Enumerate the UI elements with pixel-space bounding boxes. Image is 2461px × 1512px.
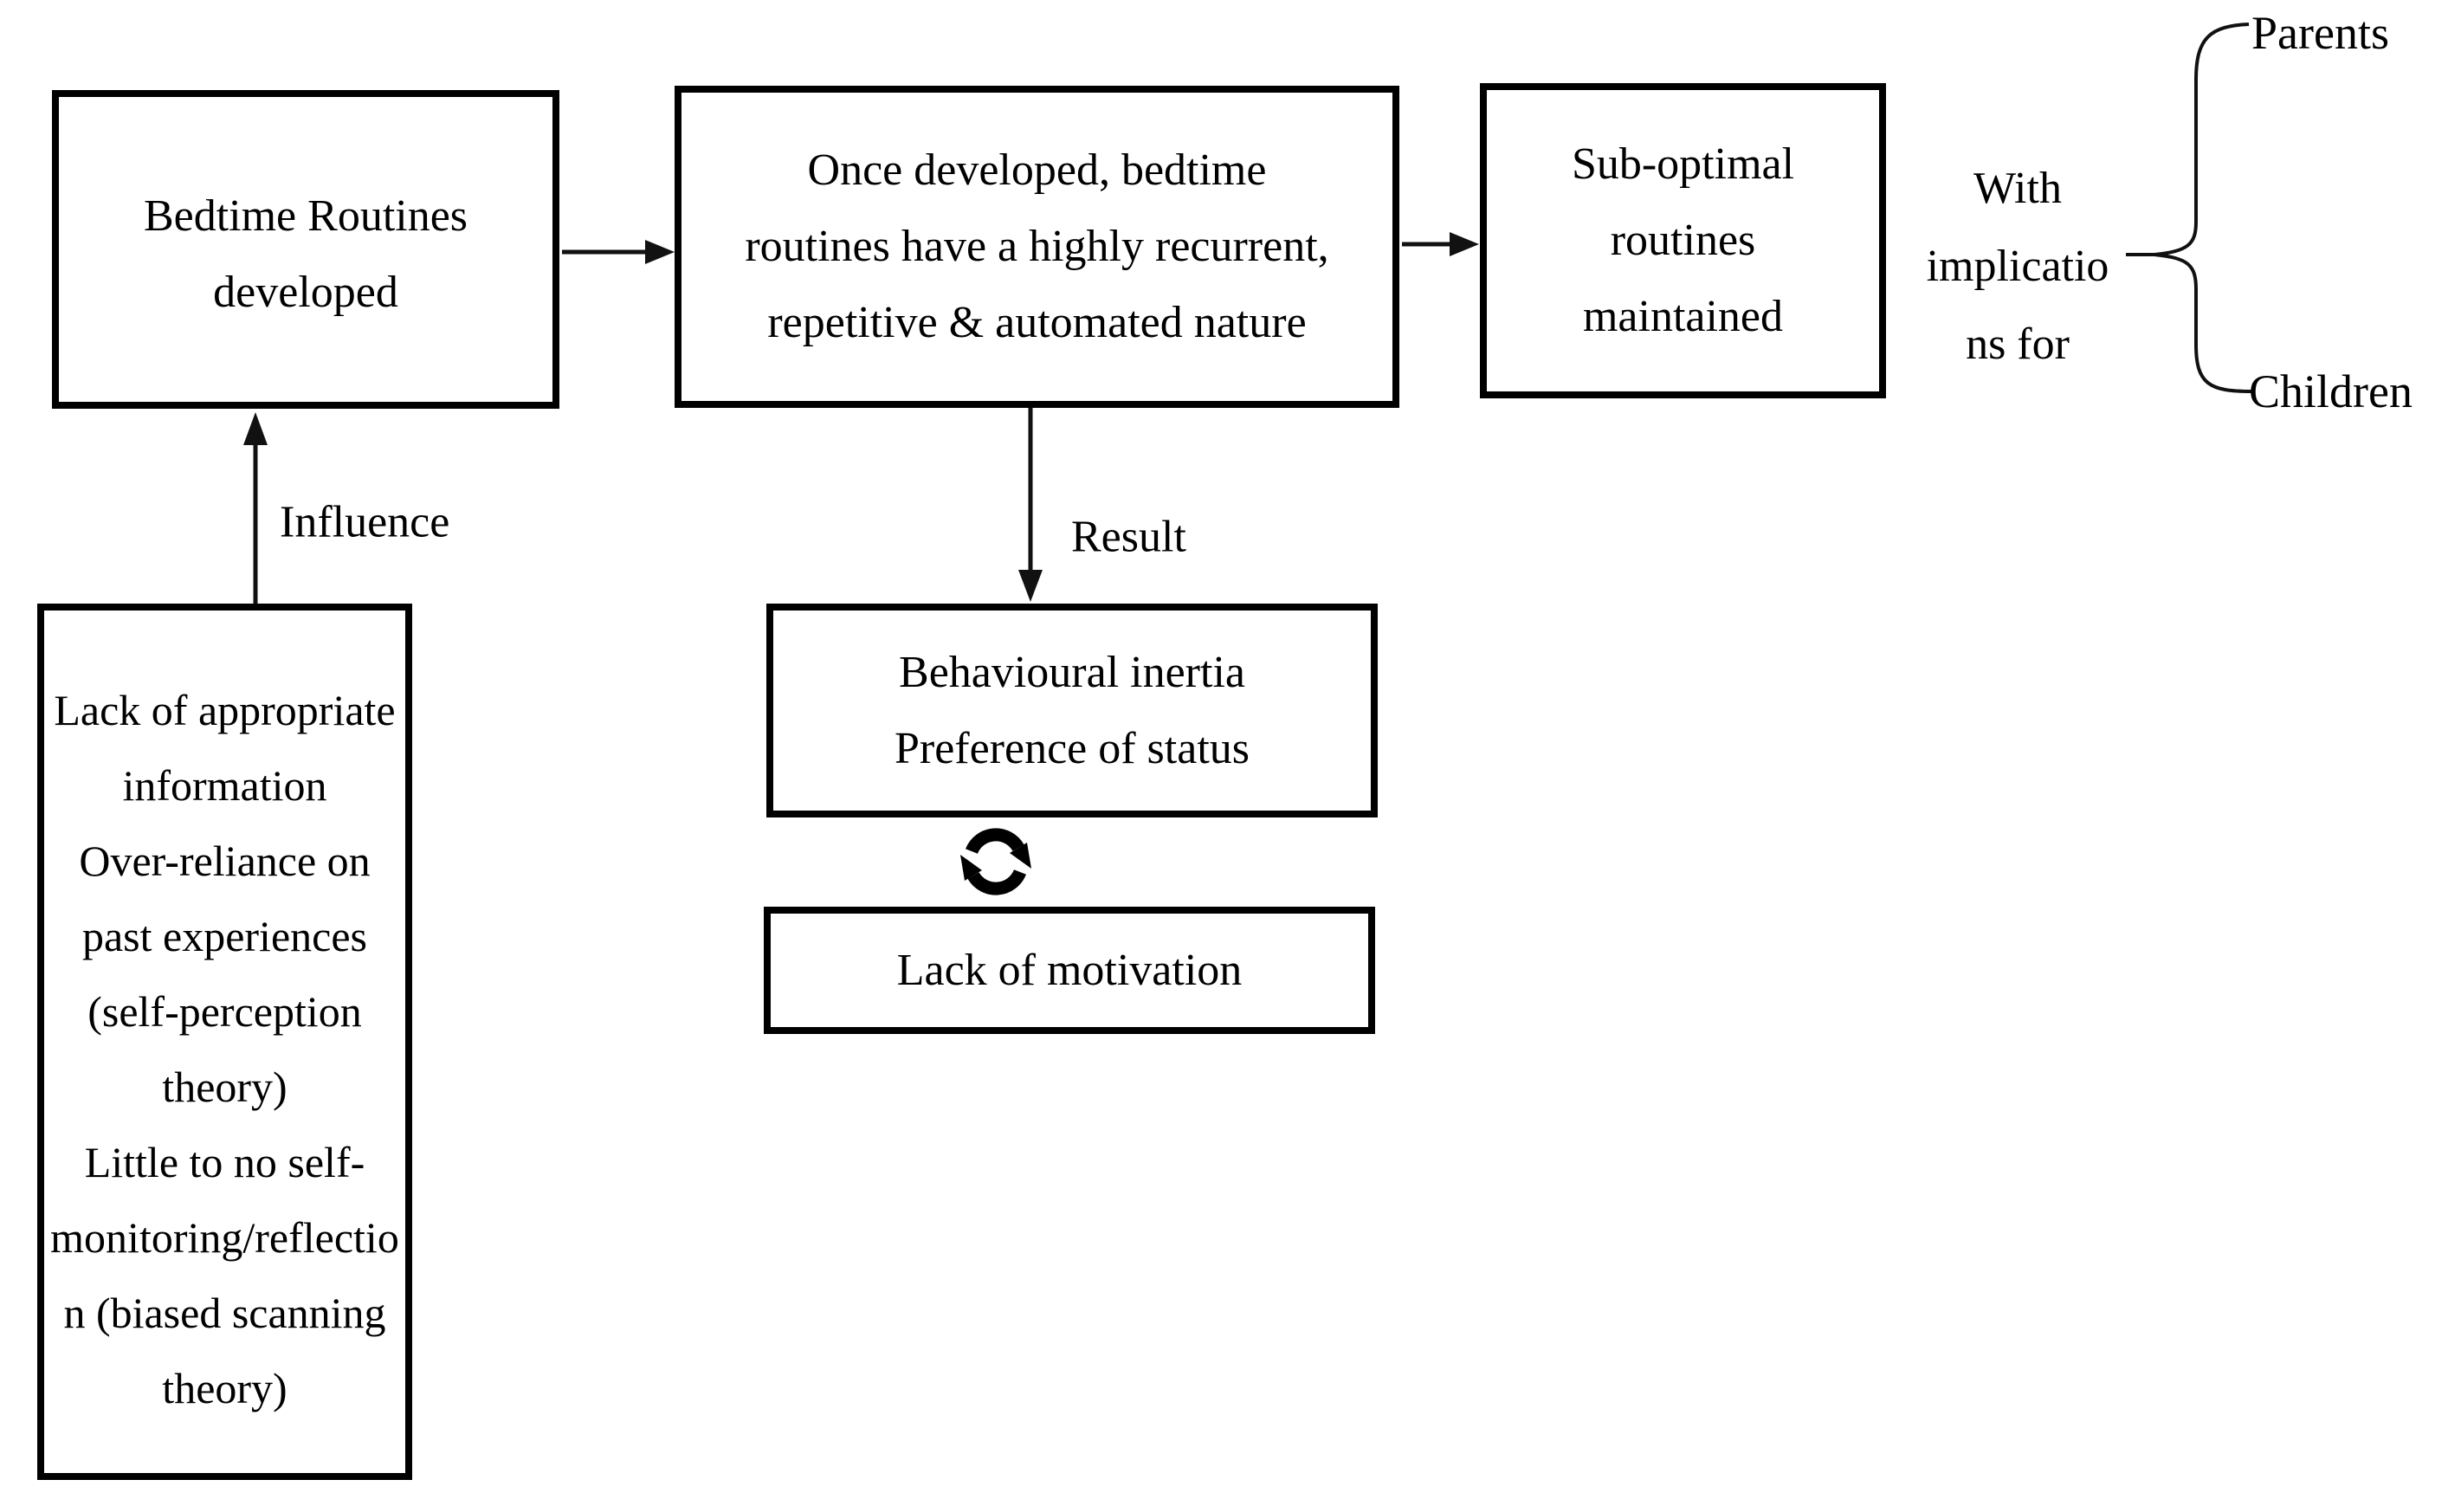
box-suboptimal-routines: Sub-optimal routines maintained: [1480, 83, 1886, 398]
implications-text-line: implicatio: [1926, 242, 2109, 291]
box-contributing-factors: Lack of appropriate information Over-rel…: [37, 604, 412, 1480]
box-text-line: theory): [162, 1063, 287, 1111]
label-children: Children: [2249, 365, 2413, 417]
label-parents: Parents: [2251, 7, 2389, 59]
arrowhead-right-icon: [1450, 232, 1479, 256]
box-text-line: Behavioural inertia: [899, 647, 1245, 697]
label-implications: With implicatio ns for: [1883, 150, 2152, 384]
box-text-line: Over-reliance on: [79, 837, 371, 885]
implications-text-line: With: [1973, 164, 2062, 213]
box-text-line: Preference of status: [894, 723, 1250, 773]
label-influence: Influence: [280, 497, 450, 547]
box-behavioural-inertia: Behavioural inertia Preference of status: [766, 604, 1378, 817]
arrowhead-down-icon: [1018, 570, 1043, 602]
box-text-line: n (biased scanning: [63, 1289, 386, 1337]
arrowhead-up-icon: [243, 412, 268, 445]
box-recurrent-nature: Once developed, bedtime routines have a …: [675, 86, 1399, 408]
box-text-line: Little to no self-: [84, 1138, 365, 1186]
box-text-line: past experiences: [81, 912, 367, 960]
box-text-line: routines have a highly recurrent,: [745, 222, 1329, 271]
label-result: Result: [1071, 512, 1186, 562]
box-text-line: theory): [162, 1364, 287, 1412]
box-text-line: Lack of motivation: [896, 945, 1243, 995]
box-text-line: repetitive & automated nature: [767, 298, 1307, 347]
curly-brace: [2154, 23, 2252, 393]
box-text-line: information: [122, 761, 327, 810]
box-text-line: Once developed, bedtime: [807, 145, 1267, 195]
box-text-line: maintained: [1582, 292, 1784, 341]
box-bedtime-routines: Bedtime Routines developed: [52, 90, 559, 409]
arrowhead-right-icon: [645, 240, 675, 264]
box-text-line: Bedtime Routines: [143, 191, 468, 241]
box-lack-of-motivation: Lack of motivation: [764, 907, 1375, 1034]
implications-text-line: ns for: [1966, 320, 2070, 369]
box-text-line: routines: [1610, 216, 1756, 265]
box-text-line: Sub-optimal: [1571, 139, 1795, 189]
cycle-arrows-icon: [960, 828, 1031, 895]
box-text-line: Lack of appropriate: [54, 686, 396, 734]
box-text-line: monitoring/reflectio: [50, 1213, 399, 1262]
box-text-line: developed: [213, 268, 398, 317]
box-text-line: (self-perception: [87, 987, 362, 1036]
